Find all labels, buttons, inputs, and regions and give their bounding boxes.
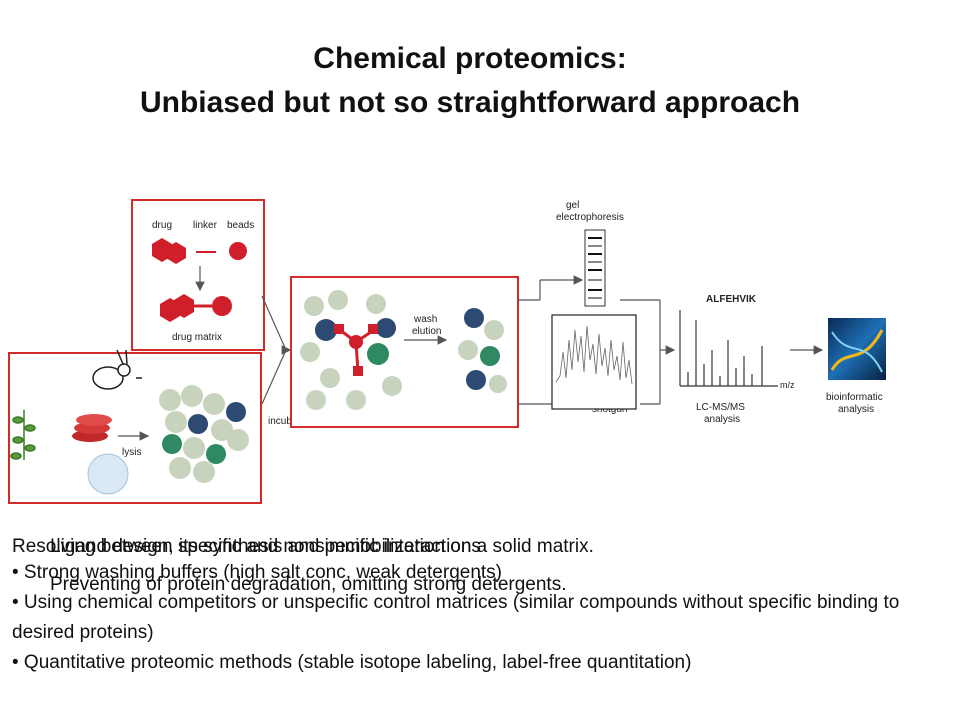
drug-molecule-icon bbox=[152, 238, 186, 264]
wash-label: wash bbox=[413, 314, 437, 325]
mass-spectrum-icon bbox=[679, 310, 778, 387]
slide-title-line-1: Chemical proteomics: bbox=[313, 42, 627, 75]
chemical-proteomics-workflow-diagram: drug linker beads drug matrix lysis bbox=[8, 199, 886, 504]
slide-title-line-2: Unbiased but not so straightforward appr… bbox=[139, 86, 801, 119]
elution-label: elution bbox=[412, 326, 441, 337]
lcms-label-line-2: analysis bbox=[704, 414, 740, 425]
gel-label-line-2: electrophoresis bbox=[556, 212, 624, 223]
bioinformatics-label-line-2: analysis bbox=[838, 404, 874, 415]
gel-label-line-1: gel bbox=[566, 200, 579, 211]
overlay-line-resolving: Resolving between specific and nonspecif… bbox=[12, 536, 481, 557]
bead-icon bbox=[229, 242, 247, 260]
human-cell-icon bbox=[87, 453, 129, 495]
lcms-label-line-1: LC-MS/MS bbox=[696, 402, 745, 413]
drug-label: drug bbox=[152, 220, 172, 231]
drug-matrix-icon bbox=[160, 294, 232, 322]
bioinformatics-label-line-1: bioinformatic bbox=[826, 392, 883, 403]
beads-label: beads bbox=[227, 220, 254, 231]
peptide-sequence-label: ALFEHVIK bbox=[706, 294, 757, 305]
eluted-protein-cluster bbox=[458, 308, 507, 393]
bullet-washing-buffers: • Strong washing buffers (high salt conc… bbox=[12, 562, 503, 583]
dna-bioinformatics-icon bbox=[828, 318, 886, 380]
mz-axis-label: m/z bbox=[780, 380, 795, 390]
gel-lane-icon bbox=[584, 229, 606, 307]
lysis-label: lysis bbox=[122, 447, 141, 458]
plant-icon bbox=[10, 410, 36, 460]
chromatogram-icon bbox=[551, 314, 637, 410]
petri-dish-icon bbox=[72, 414, 112, 442]
bullet-chemical-competitors: • Using chemical competitors or unspecif… bbox=[12, 592, 900, 643]
lysate-protein-cluster bbox=[159, 385, 249, 483]
drug-matrix-label: drug matrix bbox=[172, 332, 222, 343]
overlay-line-ligand-design: Ligand design, its synthesis and immobil… bbox=[50, 536, 594, 557]
bullet-quantitative-proteomics: • Quantitative proteomic methods (stable… bbox=[12, 652, 692, 673]
overlay-line-preventing: Preventing of protein degradation, omitt… bbox=[50, 574, 567, 595]
linker-label: linker bbox=[193, 220, 218, 231]
captured-protein-cluster bbox=[300, 290, 402, 410]
drug-matrix-box bbox=[131, 199, 265, 351]
rabbit-icon bbox=[92, 349, 142, 390]
